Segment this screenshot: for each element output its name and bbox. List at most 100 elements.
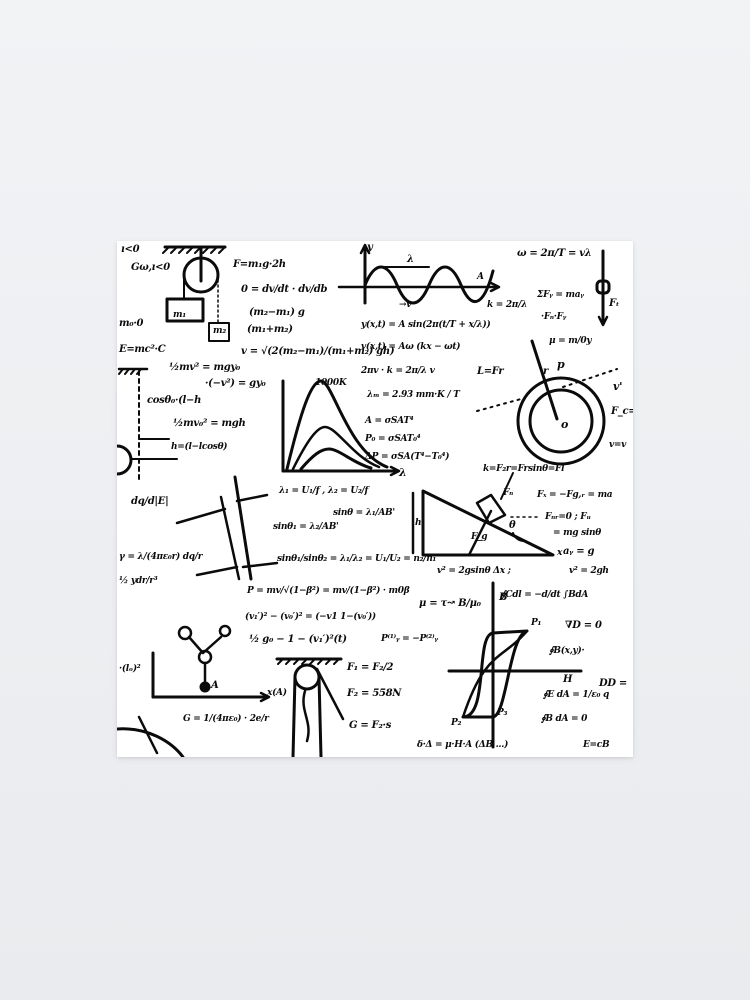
equation-text: ΔP = σSA(T⁴−T₀⁴) (365, 452, 450, 462)
equation-text: = mg sinθ (553, 528, 601, 538)
equation-text: Gω,ı<0 (131, 262, 170, 273)
equation-text: δ·Δ = μ·H·A (ΔB ...) (417, 740, 509, 750)
equation-text: v² = 2gsinθ Δx ; (437, 566, 511, 576)
equation-text: ∮B(x,y)· (549, 646, 585, 656)
planck-axis-label: λ (399, 466, 407, 479)
circle-radius-label: r (543, 366, 548, 377)
equation-text: ΣFᵧ = maᵧ (537, 290, 584, 300)
block-tackle-diagram (275, 657, 345, 757)
equation-text: k = 2π/λ (487, 300, 528, 310)
incline-theta-label: θ (509, 520, 516, 531)
equation-text: F₂ = 558N (347, 688, 402, 699)
equation-text: (v₁′)² − (v₀′)² = (−v1 1−(v₀′)) (245, 612, 376, 622)
equation-text: sinθ₁ = λ₂/AB' (273, 522, 339, 532)
equation-text: aᵧ = g (563, 546, 595, 557)
pendulum-diagram (117, 367, 178, 482)
equation-text: L=Fr (477, 366, 504, 377)
equation-text: m₀·0 (119, 318, 144, 329)
hysteresis-p1-label: P₁ (531, 618, 542, 628)
equation-text: v(x,t) = Aω (kx − ωt) (361, 342, 461, 352)
field-arc-diagram (117, 715, 185, 757)
equation-text: G = F₂·s (349, 720, 392, 731)
equation-text: ½mv₀² = mgh (173, 418, 246, 429)
xy-axes (151, 651, 271, 703)
equation-text: Fₜ (609, 298, 620, 309)
equation-text: ½mv² = mgy₀ (169, 362, 241, 373)
equation-text: ∇D = 0 (565, 620, 602, 631)
wave-y-label: y (367, 242, 373, 253)
equation-text: k=F₂r=Frsinθ=Fl (483, 464, 565, 474)
equation-text: 0 = dv/dt · dv/db (241, 284, 328, 295)
circle-center-label: o (561, 418, 569, 431)
equation-text: P⁽¹⁾ᵧ = −P⁽²⁾ᵧ (381, 634, 438, 644)
wave-lambda-label: λ (407, 254, 414, 265)
equation-text: 2πv · k = 2π/λ v (361, 366, 435, 376)
equation-text: λ₁ = U₁/f , λ₂ = U₂/f (279, 486, 369, 496)
equation-text: A = σSAT⁴ (365, 416, 414, 426)
equation-text: x(A) (267, 688, 287, 698)
pulley-mass-b-label: m₂ (213, 326, 226, 336)
equation-text: sinθ = λ₁/AB' (333, 508, 395, 518)
force-bar-diagram (595, 249, 611, 327)
equation-text: ·Fₙ·Fᵧ (541, 312, 567, 322)
equation-text: G = 1/(4πε₀) · 2e/r (183, 714, 269, 724)
blackbody-curve (281, 379, 401, 477)
hysteresis-b-label: B (499, 592, 508, 603)
inclined-plane-diagram (411, 472, 555, 557)
equation-text: v' (613, 380, 623, 393)
equation-text: Fₙᵣ=0 ; Fᵤ (545, 512, 591, 522)
equation-text: ·(lₒ)² (119, 664, 141, 674)
equation-text: dq/d|E| (131, 496, 169, 507)
equation-text: ∮Cdl = −d/dt ∫BdA (501, 590, 589, 600)
equation-text: v = √(2(m₂−m₁)/(m₁+m₂) gh) (241, 346, 395, 357)
incline-x-label: x (557, 548, 563, 558)
hysteresis-h-label: H (563, 674, 573, 685)
equation-text: ı<0 (121, 244, 140, 255)
equation-text: Fₓ = −Fg,ᵣ = ma (537, 490, 613, 500)
equation-text: E=cB (583, 740, 610, 750)
equation-text: P = mv/√(1−β²) = mv/(1−β²) · m0β (247, 586, 410, 596)
equation-text: F₁ = F₂/2 (347, 662, 394, 673)
equation-text: μ = τ↝ B/μ₀ (419, 598, 481, 609)
hysteresis-diagram (447, 581, 583, 749)
hysteresis-p2-label: P₂ (451, 718, 462, 728)
wave-diagram (337, 243, 501, 305)
pulley-diagram (162, 245, 230, 342)
equation-text: γ = λ/(4πε₀r) dq/r (119, 552, 203, 562)
hysteresis-p3-label: P₃ (497, 708, 508, 718)
rotation-circle-diagram (476, 339, 618, 466)
linkage-diagram (177, 624, 232, 693)
circle-p-label: p (557, 358, 565, 371)
equation-text: v² = 2gh (569, 566, 609, 576)
equation-text: (m₂−m₁) g (249, 307, 305, 318)
equation-text: F=m₁g·2h (233, 259, 286, 270)
equation-text: h=(l−lcosθ) (171, 442, 228, 452)
equation-text: ∮E dA = 1/ε₀ q (543, 690, 609, 700)
equation-text: cosθ₀·(l−h (147, 395, 202, 406)
equation-text: μ = m/0y (549, 336, 592, 346)
equation-text: E=mc²·C (119, 344, 166, 355)
equation-text: DD = (599, 678, 628, 689)
equation-text: λₘ = 2.93 mm·K / T (367, 390, 460, 400)
physics-diagrams-art (117, 243, 618, 757)
equation-text: (m₁+m₂) (247, 324, 293, 335)
equation-text: y(x,t) = A sin(2π(t/T + x/λ)) (361, 320, 491, 330)
incline-h-label: h (415, 518, 422, 528)
linkage-origin-label: A (211, 680, 219, 691)
refraction-diagram (175, 475, 279, 581)
wave-amplitude-label: A (477, 272, 484, 282)
equation-text: v=v (609, 440, 627, 450)
equation-text: ½ ydr/r³ (119, 576, 158, 586)
equation-text: ½ g₀ − 1 − (v₁′)²(t) (249, 634, 347, 645)
incline-gravity-force-label: F_g (471, 532, 488, 542)
incline-normal-force-label: Fₙ (503, 488, 513, 498)
equation-text: ω = 2π/T = vλ (517, 248, 592, 259)
pulley-mass-a-label: m₁ (173, 310, 186, 320)
equation-text: sinθ₁/sinθ₂ = λ₁/λ₂ = U₁/U₂ = n₂/n₁ (277, 554, 437, 564)
planck-peak-label: 1000K (315, 378, 347, 388)
wave-velocity-label: →v (399, 300, 412, 310)
equation-text: ∮B dA = 0 (541, 714, 588, 724)
equation-text: P₀ = σSAT₀⁴ (365, 434, 421, 444)
equation-text: ·(−v²) = gy₀ (205, 378, 266, 389)
